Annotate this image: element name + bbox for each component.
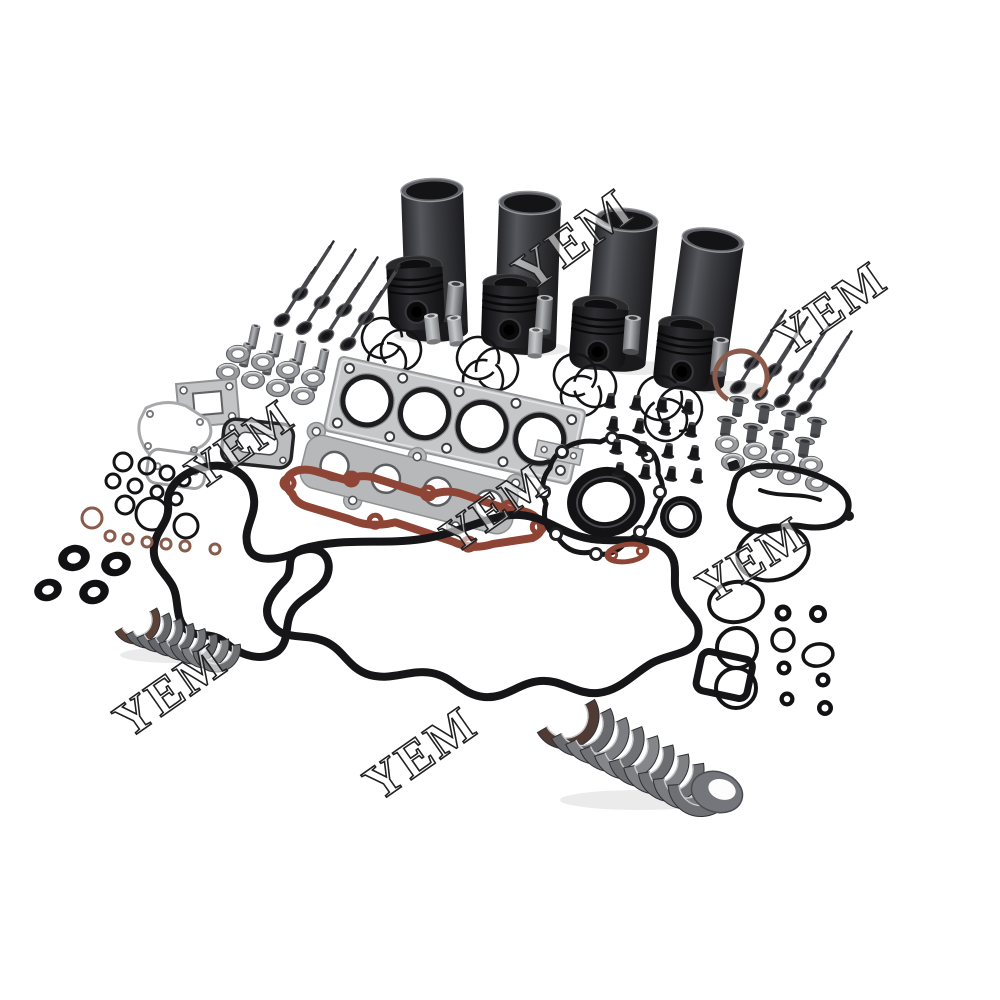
- main-bearing-shells: [536, 698, 744, 819]
- front-housing-gasket: [149, 461, 333, 661]
- cylinder-head-gasket: [323, 355, 587, 485]
- piston: [567, 292, 631, 374]
- small-cylinder-part: [527, 327, 544, 359]
- bearing-end-cap: [690, 770, 744, 814]
- piston-pin: [622, 314, 642, 356]
- small-round-gasket-red: [604, 541, 650, 565]
- exhaust-manifold-gasket: [299, 421, 526, 536]
- piston: [650, 311, 717, 394]
- valve-cover-gasket-rubber: [726, 459, 854, 534]
- o-rings-left: [80, 451, 222, 556]
- oil-pan-gasket: [263, 510, 756, 702]
- crankshaft-oil-seal-rear: [567, 466, 645, 538]
- o-rings-right: [707, 523, 835, 710]
- valves-left: [270, 239, 402, 355]
- oil-seals: [34, 544, 131, 605]
- small-seals-right: [774, 604, 833, 716]
- front-cover-gasket: [219, 417, 296, 470]
- thermostat-gasket-ring: [712, 348, 770, 406]
- crankshaft-oil-seal-front: [660, 496, 702, 538]
